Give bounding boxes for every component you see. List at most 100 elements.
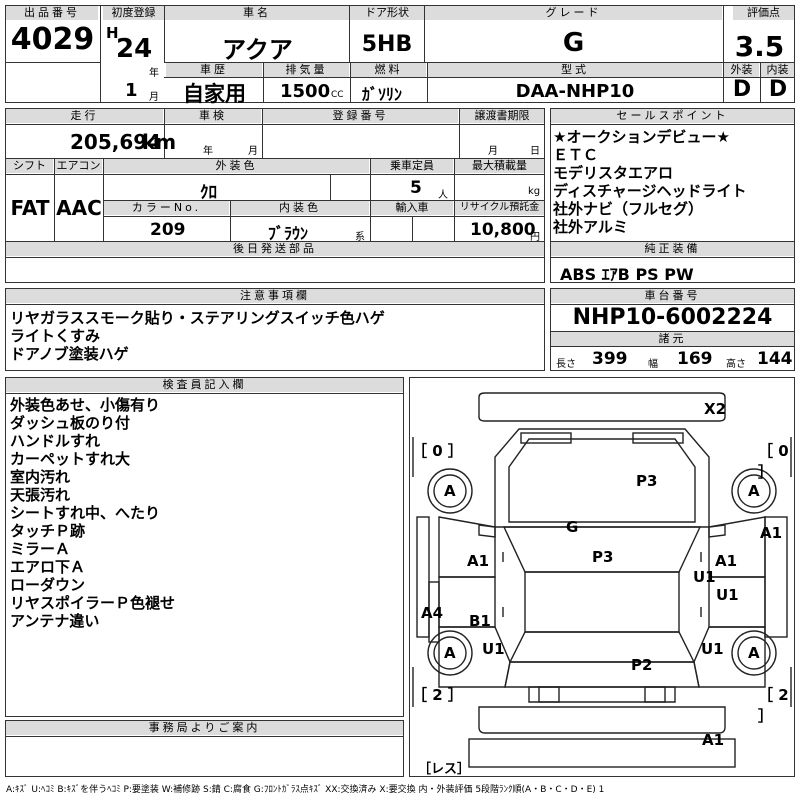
note-item: カーペットすれ大: [10, 450, 131, 468]
caution-item: ドアノブ塗装ハゲ: [10, 345, 129, 363]
hdr-int-color: 内装色: [231, 201, 369, 215]
recycle: 10,800: [470, 220, 536, 240]
fuel: ｶﾞｿﾘﾝ: [362, 85, 403, 104]
shift: FAT: [10, 196, 50, 220]
tyre-depth-rear-right: ［ 2 ］: [758, 686, 789, 725]
sales-points-list: ★オークションデビュー★ ＥＴＣ モデリスタエアロ ディスチャージヘッドライト …: [553, 128, 747, 236]
aircon: AAC: [56, 196, 102, 220]
hdr-aircon: エアコン: [55, 159, 102, 173]
height: 144: [757, 349, 793, 369]
mileage: 205,694: [70, 130, 162, 154]
grade: G: [562, 28, 585, 58]
note-item: アンテナ違い: [10, 612, 100, 630]
hdr-model-type: 型式: [428, 63, 722, 77]
hdr-genuine: 純正装備: [551, 242, 794, 256]
tyre-depth-rear-left: ［ 2 ］: [412, 686, 463, 704]
chassis-block: [550, 288, 795, 371]
mileage-unit: km: [142, 130, 177, 154]
damage-mark: U1: [693, 568, 716, 586]
note-item: エアロ下Ａ: [10, 558, 86, 576]
spec-block: [5, 108, 545, 283]
insp-year-unit: 年: [203, 146, 213, 157]
spare-tyre: ［レス］: [418, 762, 471, 777]
note-item: 外装色あせ、小傷有り: [10, 396, 161, 414]
capacity: 5: [410, 178, 422, 198]
int-color-suffix: 系: [355, 232, 365, 243]
sales-point: ディスチャージヘッドライト: [553, 182, 747, 200]
hdr-displacement: 排気量: [264, 63, 349, 77]
sales-point: 社外アルミ: [553, 218, 628, 236]
hdr-door-type: ドア形状: [350, 6, 424, 20]
chassis-number: NHP10-6002224: [572, 305, 773, 330]
note-item: リヤスポイラーＰ色褪せ: [10, 594, 176, 612]
caution-item: ライトくすみ: [10, 327, 101, 345]
year-unit: 年: [149, 68, 159, 79]
cc-unit: CC: [331, 90, 344, 100]
score: 3.5: [734, 30, 785, 63]
hdr-ext-color: 外装色: [104, 159, 369, 173]
damage-mark: G: [566, 518, 579, 536]
wheel-mark: A: [748, 482, 760, 500]
damage-mark: A1: [702, 731, 725, 749]
genuine-equipment: ABS ｴｱB PS PW: [560, 265, 694, 284]
cautions-block: [5, 288, 545, 371]
damage-mark: U1: [701, 640, 724, 658]
hdr-chassis-no: 車台番号: [551, 289, 794, 303]
hdr-max-load: 最大積載量: [455, 159, 544, 173]
cautions-list: リヤガラススモーク貼り・ステアリングスイッチ色ハゲ ライトくすみ ドアノブ塗装ハ…: [10, 309, 385, 363]
damage-mark: A1: [760, 524, 783, 542]
hdr-import: 輸入車: [371, 201, 453, 215]
hdr-grade: グレード: [425, 6, 722, 20]
width: 169: [677, 349, 713, 369]
hdr-later-parts: 後日発送部品: [6, 242, 544, 256]
top-block: [5, 5, 795, 103]
sales-point: 社外ナビ（フルセグ）: [553, 200, 704, 218]
reg-month: 1: [125, 80, 138, 101]
reg-year: 24: [116, 34, 153, 64]
yen-unit: 円: [530, 232, 540, 243]
car-name: アクア: [222, 36, 293, 64]
sales-point: ★オークションデビュー★: [553, 128, 730, 146]
capacity-unit: 人: [438, 190, 448, 201]
office-block: [5, 720, 404, 777]
sales-point: モデリスタエアロ: [553, 164, 674, 182]
wheel-mark: A: [444, 644, 456, 662]
damage-mark: X2: [704, 400, 727, 418]
int-color: ﾌﾞﾗｳﾝ: [268, 224, 309, 243]
note-item: 室内汚れ: [10, 468, 71, 486]
hdr-inspection: 車検: [165, 109, 261, 123]
caution-item: リヤガラススモーク貼り・ステアリングスイッチ色ハゲ: [10, 309, 385, 327]
damage-mark: A4: [421, 604, 444, 622]
damage-mark: U1: [482, 640, 505, 658]
height-label: 高さ: [726, 359, 746, 370]
note-item: ダッシュ板のり付: [10, 414, 131, 432]
car-diagram-block: [409, 377, 795, 777]
hdr-sales-points: セールスポイント: [551, 109, 794, 123]
hdr-history: 車歴: [166, 63, 262, 77]
note-item: 天張汚れ: [10, 486, 71, 504]
hdr-recycle: リサイクル預託金: [455, 201, 544, 215]
hdr-color-no: カラーNo.: [104, 201, 229, 215]
sales-block: [550, 108, 795, 283]
door-type: 5HB: [361, 32, 413, 57]
length: 399: [592, 349, 628, 369]
hdr-exterior: 外装: [724, 63, 759, 77]
displacement: 1500: [280, 81, 331, 102]
model-type: DAA-NHP10: [515, 81, 635, 102]
history: 自家用: [183, 82, 246, 106]
hdr-office-note: 事務局よりご案内: [6, 721, 403, 735]
damage-mark: P3: [592, 548, 614, 566]
transfer-month-unit: 月: [488, 146, 498, 157]
damage-mark: P3: [636, 472, 658, 490]
hdr-dimensions: 諸元: [551, 332, 794, 346]
month-unit: 月: [149, 92, 159, 103]
hdr-score: 評価点: [733, 6, 794, 20]
tyre-depth-front-left: ［ 0 ］: [412, 442, 463, 460]
hdr-inspector: 検査員記入欄: [6, 378, 403, 392]
legend: A:ｷｽﾞ U:ﾍｺﾐ B:ｷｽﾞを伴うﾍｺﾐ P:要塗装 W:補修跡 S:錆 …: [6, 785, 605, 795]
note-item: シートすれ中、へたり: [10, 504, 161, 522]
damage-mark: B1: [469, 612, 491, 630]
inspector-block: [5, 377, 404, 717]
hdr-lot-number: 出品番号: [6, 6, 98, 20]
hdr-reg-no: 登録番号: [263, 109, 458, 123]
